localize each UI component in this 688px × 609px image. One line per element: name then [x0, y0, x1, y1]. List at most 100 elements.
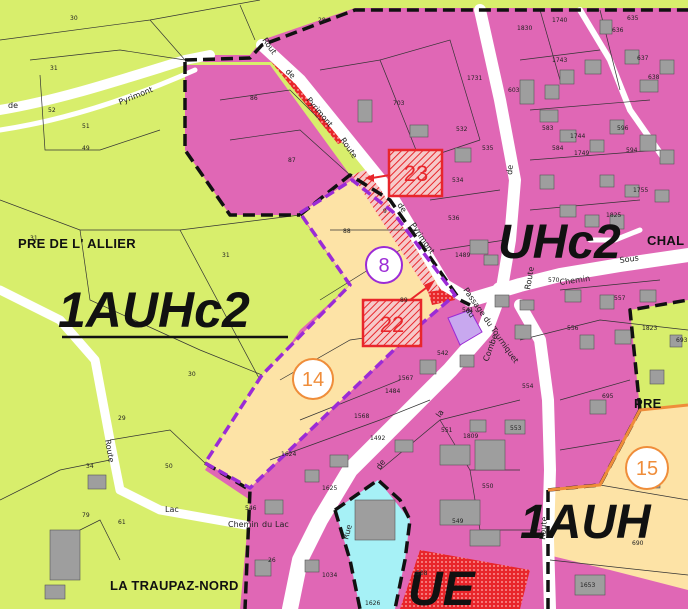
circle-marker-14: 14	[292, 358, 334, 400]
zone-label-ue: UE	[408, 563, 477, 609]
road-label-11: Sous	[619, 253, 639, 265]
road-label-12: Route	[523, 266, 536, 291]
svg-text:536: 536	[448, 215, 460, 222]
svg-text:79: 79	[82, 512, 90, 519]
place-pre: PRE	[634, 396, 662, 411]
circle-marker-8: 8	[365, 246, 403, 284]
zone-label-uhc2: UHc2	[498, 216, 621, 269]
road-label-8: la	[434, 408, 446, 419]
road-label-10: Chemin	[559, 274, 591, 287]
svg-text:603: 603	[508, 87, 520, 94]
svg-text:693: 693	[676, 337, 688, 344]
svg-text:30: 30	[70, 15, 78, 22]
svg-text:553: 553	[510, 425, 522, 432]
road-label-17: Lac	[165, 505, 179, 514]
svg-text:1492: 1492	[370, 435, 385, 442]
svg-text:546: 546	[245, 505, 257, 512]
place-chal: CHAL	[647, 233, 684, 248]
circle-8-label: 8	[378, 255, 389, 277]
svg-text:570: 570	[548, 277, 560, 284]
road-label-18: Route	[103, 439, 116, 464]
orange-boundary	[547, 403, 688, 492]
svg-text:1624: 1624	[281, 451, 296, 458]
road-label-23: Route	[538, 516, 549, 540]
oap-boundary	[203, 178, 457, 490]
svg-text:88: 88	[343, 228, 351, 235]
svg-text:636: 636	[612, 27, 624, 34]
place-pre-de-l-allier: PRE DE L' ALLIER	[18, 236, 136, 251]
svg-text:1749: 1749	[574, 150, 589, 157]
svg-text:1825: 1825	[606, 212, 621, 219]
svg-text:1823: 1823	[642, 325, 657, 332]
buildings	[44, 19, 683, 600]
svg-text:542: 542	[437, 350, 449, 357]
svg-text:52: 52	[48, 107, 56, 114]
svg-text:532: 532	[456, 126, 468, 133]
svg-text:556: 556	[567, 325, 579, 332]
svg-text:637: 637	[637, 55, 649, 62]
svg-text:695: 695	[602, 393, 614, 400]
svg-text:1567: 1567	[398, 375, 413, 382]
svg-text:535: 535	[482, 145, 494, 152]
svg-text:89: 89	[400, 297, 408, 304]
svg-text:534: 534	[452, 177, 464, 184]
svg-text:1809: 1809	[463, 433, 478, 440]
svg-text:1731: 1731	[467, 75, 482, 82]
zone-label-1auhc2: 1AUHc2	[58, 282, 250, 338]
svg-text:31: 31	[30, 235, 38, 242]
svg-text:550: 550	[482, 483, 494, 490]
urban-zone-band-left	[185, 65, 350, 215]
svg-text:1626: 1626	[365, 600, 380, 607]
svg-text:61: 61	[118, 519, 126, 526]
svg-text:28: 28	[318, 17, 326, 24]
road-label-14: Chemin	[228, 520, 259, 529]
svg-text:554: 554	[522, 383, 534, 390]
svg-text:86: 86	[250, 95, 258, 102]
svg-text:29: 29	[118, 415, 126, 422]
svg-text:508: 508	[416, 570, 428, 577]
svg-text:87: 87	[288, 157, 296, 164]
svg-text:1830: 1830	[517, 25, 532, 32]
road-label-16: Lac	[275, 520, 289, 529]
svg-text:30: 30	[188, 371, 196, 378]
zone-label-1auh: 1AUH	[520, 496, 652, 549]
svg-text:1743: 1743	[552, 57, 567, 64]
marker-23: 23	[365, 148, 444, 198]
reserved-area-bottom	[400, 550, 530, 609]
svg-text:1755: 1755	[633, 187, 648, 194]
circle-marker-15: 15	[625, 446, 669, 490]
svg-text:703: 703	[393, 100, 405, 107]
svg-text:557: 557	[614, 295, 626, 302]
svg-text:583: 583	[542, 125, 554, 132]
svg-text:34: 34	[86, 463, 94, 470]
svg-text:1484: 1484	[385, 388, 400, 395]
svg-text:31: 31	[222, 252, 230, 259]
svg-text:50: 50	[165, 463, 173, 470]
circle-15-label: 15	[636, 458, 658, 480]
svg-text:638: 638	[648, 74, 660, 81]
svg-text:1653: 1653	[580, 582, 595, 589]
road-label-15: du	[262, 520, 272, 529]
road-label-6: Rue	[341, 523, 354, 540]
marker-22-label: 22	[380, 312, 404, 337]
svg-text:9: 9	[383, 208, 387, 215]
svg-text:594: 594	[626, 147, 638, 154]
svg-text:1740: 1740	[552, 17, 567, 24]
svg-text:690: 690	[632, 540, 644, 547]
svg-text:31: 31	[50, 65, 58, 72]
place-la-traupaz-nord: LA TRAUPAZ-NORD	[110, 578, 239, 593]
svg-text:1568: 1568	[354, 413, 369, 420]
road-label-2: de	[8, 101, 18, 110]
purple-building	[447, 309, 483, 346]
svg-text:549: 549	[452, 518, 464, 525]
svg-text:26: 26	[268, 557, 276, 564]
marker-22: 22	[361, 280, 435, 348]
svg-text:541: 541	[462, 307, 474, 314]
svg-text:584: 584	[552, 145, 564, 152]
road-label-13: de	[505, 164, 515, 175]
svg-text:1744: 1744	[570, 133, 585, 140]
marker-23-label: 23	[404, 161, 428, 186]
svg-text:1625: 1625	[322, 485, 337, 492]
